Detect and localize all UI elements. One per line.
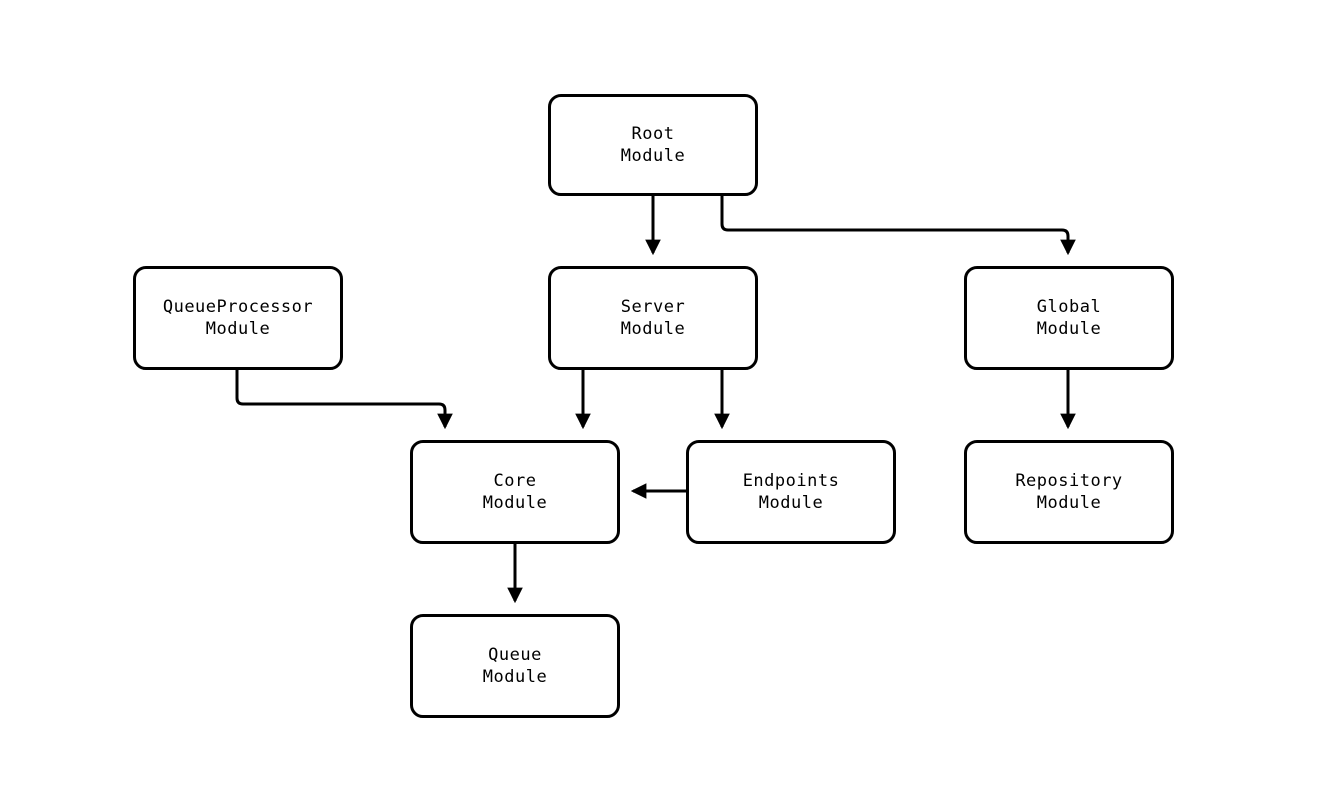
- node-root-module[interactable]: Root Module: [548, 94, 758, 196]
- edge-root-global: [720, 196, 1076, 256]
- node-core-module[interactable]: Core Module: [410, 440, 620, 544]
- node-global-module-line1: Global: [1036, 297, 1102, 317]
- node-repository-module-line2: Module: [1036, 493, 1102, 513]
- node-endpoints-module-line2: Module: [758, 493, 824, 513]
- node-core-module-line1: Core: [493, 471, 537, 491]
- node-root-module-line2: Module: [620, 146, 686, 166]
- node-queue-module-line2: Module: [482, 667, 548, 687]
- node-repository-module[interactable]: Repository Module: [964, 440, 1174, 544]
- node-queueprocessor-module-line2: Module: [205, 319, 271, 339]
- node-queueprocessor-module-line1: QueueProcessor: [162, 297, 314, 317]
- node-global-module-line2: Module: [1036, 319, 1102, 339]
- node-endpoints-module-line1: Endpoints: [742, 471, 840, 491]
- node-queue-module-line1: Queue: [488, 645, 542, 665]
- node-server-module-line2: Module: [620, 319, 686, 339]
- node-core-module-line2: Module: [482, 493, 548, 513]
- edge-queueprocessor-core: [235, 370, 453, 430]
- node-global-module[interactable]: Global Module: [964, 266, 1174, 370]
- node-endpoints-module[interactable]: Endpoints Module: [686, 440, 896, 544]
- node-root-module-line1: Root: [631, 124, 675, 144]
- node-queue-module[interactable]: Queue Module: [410, 614, 620, 718]
- node-queueprocessor-module[interactable]: QueueProcessor Module: [133, 266, 343, 370]
- node-server-module-line1: Server: [620, 297, 686, 317]
- node-repository-module-line1: Repository: [1015, 471, 1123, 491]
- node-server-module[interactable]: Server Module: [548, 266, 758, 370]
